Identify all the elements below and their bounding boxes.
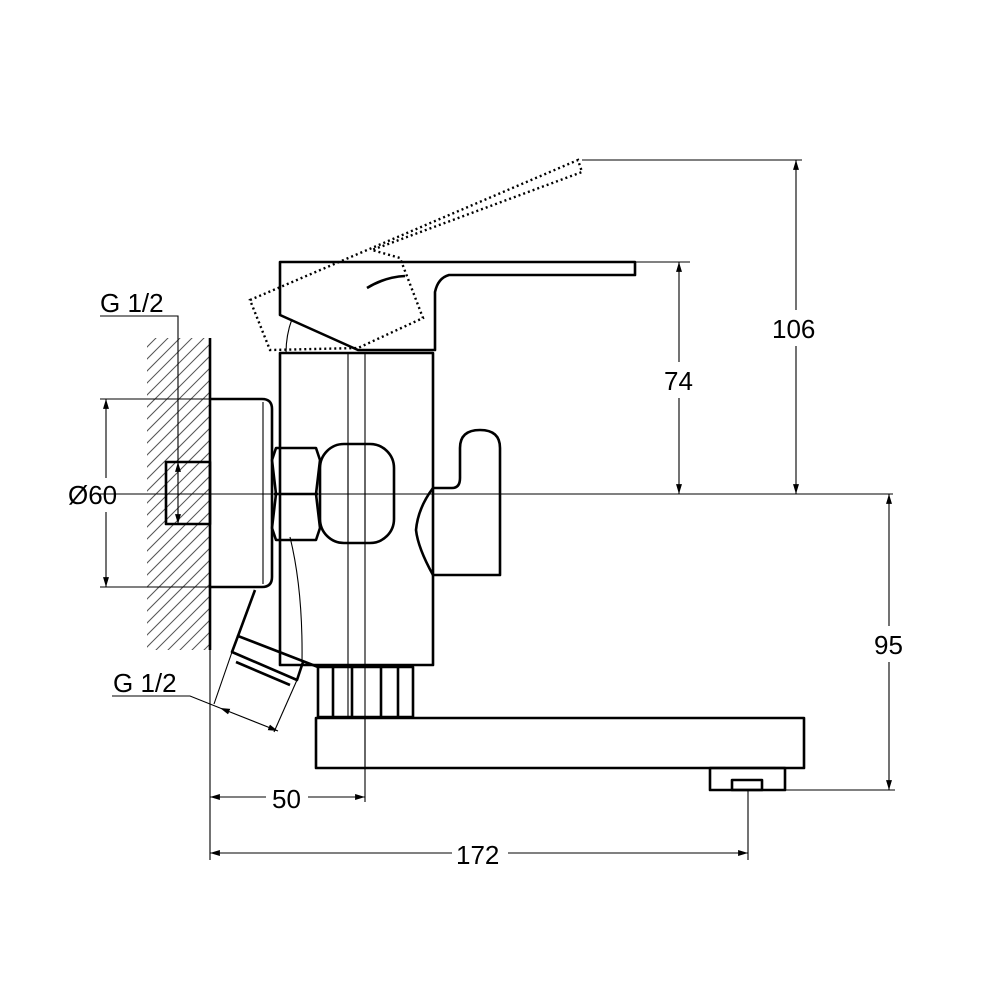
dim-handle-height: 74 [664, 366, 693, 396]
hatch-line [179, 619, 210, 650]
dim-projection: 172 [456, 840, 499, 870]
hatch-line [147, 559, 210, 624]
dim-wall-to-axis: 50 [272, 784, 301, 814]
hatch-line [147, 338, 169, 360]
lever-handle [248, 158, 637, 354]
hatch-line [147, 499, 210, 564]
hatch-line [167, 607, 210, 650]
angled-outlet [213, 536, 319, 733]
mixer-body [278, 351, 435, 667]
spout [314, 716, 806, 770]
hatch-line [191, 631, 210, 650]
hatch-line [147, 583, 210, 648]
hatch-line [147, 511, 210, 576]
dim-handle-raised-height: 106 [772, 314, 815, 344]
hex-nut [270, 446, 322, 542]
hatch-line [147, 571, 210, 636]
aerator [708, 766, 787, 792]
dim-spout-drop: 95 [874, 630, 903, 660]
escutcheon-diameter-label: Ø60 [68, 480, 117, 510]
inlet-pipe [164, 460, 212, 526]
inlet-thread-label: G 1/2 [100, 288, 164, 318]
handle-raised-position [248, 158, 584, 352]
hatch-line [147, 338, 157, 348]
hatch-line [147, 523, 210, 588]
hatch-line [147, 547, 210, 612]
hatch-line [155, 595, 210, 650]
diverter-knob [414, 428, 502, 577]
escutcheon [210, 397, 274, 589]
hatch-line [147, 535, 210, 600]
body-boss [318, 442, 396, 545]
outlet-thread-label: G 1/2 [113, 668, 177, 698]
